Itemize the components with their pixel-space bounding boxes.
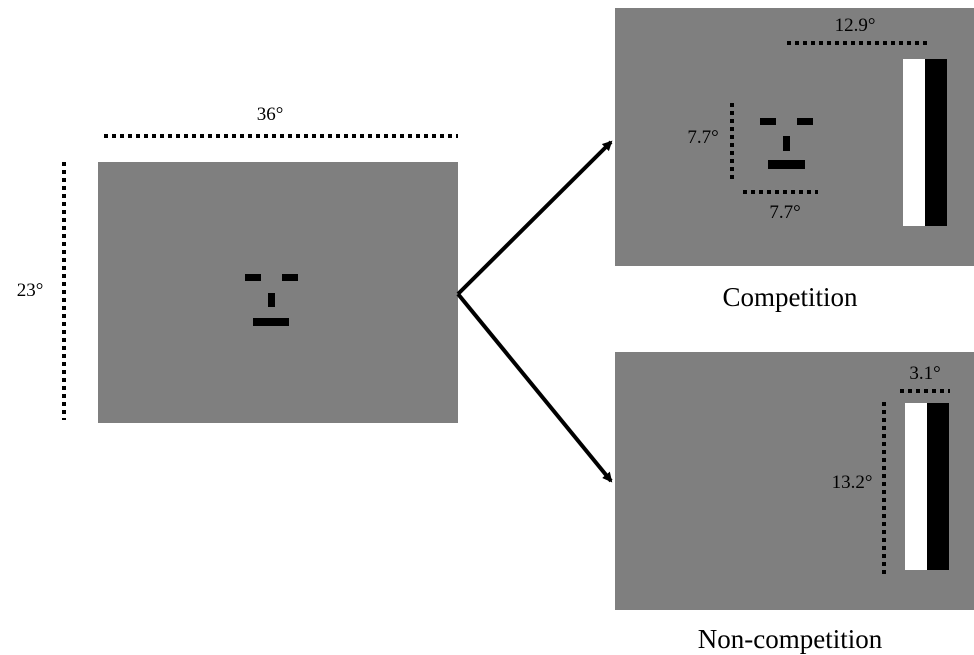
competition-panel: 12.9° 7.7° 7.7° Competition: [615, 8, 974, 312]
black-bar: [925, 59, 947, 226]
bar-width-label: 12.9°: [835, 15, 876, 36]
face-height-label: 7.7°: [687, 127, 718, 148]
white-bar: [905, 403, 927, 570]
bar-height-label: 13.2°: [832, 472, 873, 493]
face-icon: [760, 118, 813, 169]
face-icon: [245, 274, 298, 326]
arrow-to-non-competition: [456, 292, 613, 483]
non-competition-caption: Non-competition: [698, 624, 883, 654]
competition-caption: Competition: [723, 282, 859, 312]
initial-display: 36° 23°: [17, 104, 458, 423]
initial-screen: [98, 162, 458, 423]
black-bar: [927, 403, 949, 570]
arrow-to-competition: [456, 140, 613, 296]
face-width-label: 7.7°: [769, 202, 800, 223]
height-label: 23°: [17, 280, 44, 301]
non-competition-panel: 3.1° 13.2° Non-competition: [615, 352, 974, 654]
white-bar: [903, 59, 925, 226]
bar-width-label: 3.1°: [909, 363, 940, 384]
width-label: 36°: [257, 104, 284, 125]
